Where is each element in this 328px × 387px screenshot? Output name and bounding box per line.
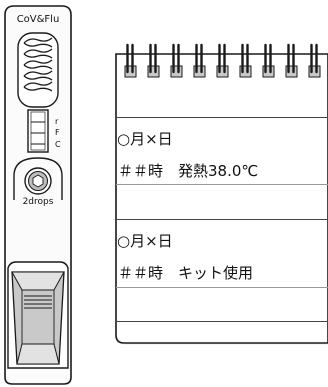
entry-1-date: ○月×日 [117, 130, 173, 148]
binding-hole-2 [147, 65, 160, 78]
drops-label: 2drops [23, 197, 54, 207]
sample-pad-ridges [23, 37, 53, 92]
ruled-line-3 [116, 321, 328, 322]
ruled-line-4 [116, 184, 328, 185]
binding-hole-3 [170, 65, 183, 78]
sample-pad-frame [17, 32, 59, 108]
antigen-test-cassette: CoV&Flu r F C 2drops [4, 5, 72, 385]
binding-hole-8 [285, 65, 298, 78]
specimen-well-hexagon-icon [32, 174, 44, 188]
ruled-line-1 [116, 117, 328, 118]
ruled-line-5 [116, 287, 328, 288]
binding-hole-1 [124, 65, 137, 78]
entry-2-note: ＃＃時 キット使用 [118, 264, 254, 282]
line-label-r: r [55, 117, 59, 126]
line-label-f: F [55, 128, 60, 137]
entry-1-note: ＃＃時 発熱38.0℃ [118, 162, 259, 180]
binding-hole-7 [262, 65, 275, 78]
line-label-c: C [55, 140, 61, 149]
binding-hole-5 [216, 65, 229, 78]
binding-hole-9 [308, 65, 321, 78]
entry-2-date: ○月×日 [117, 232, 173, 250]
grip-window-bottom-bevel [16, 343, 60, 365]
brand-label: CoV&Flu [17, 14, 60, 25]
specimen-well-arch [13, 157, 63, 200]
notepad-page [115, 53, 328, 344]
spiral-binding [124, 43, 321, 78]
ruled-line-2 [116, 219, 328, 220]
spiral-notepad [115, 43, 328, 345]
binding-hole-6 [239, 65, 252, 78]
binding-hole-4 [193, 65, 206, 78]
